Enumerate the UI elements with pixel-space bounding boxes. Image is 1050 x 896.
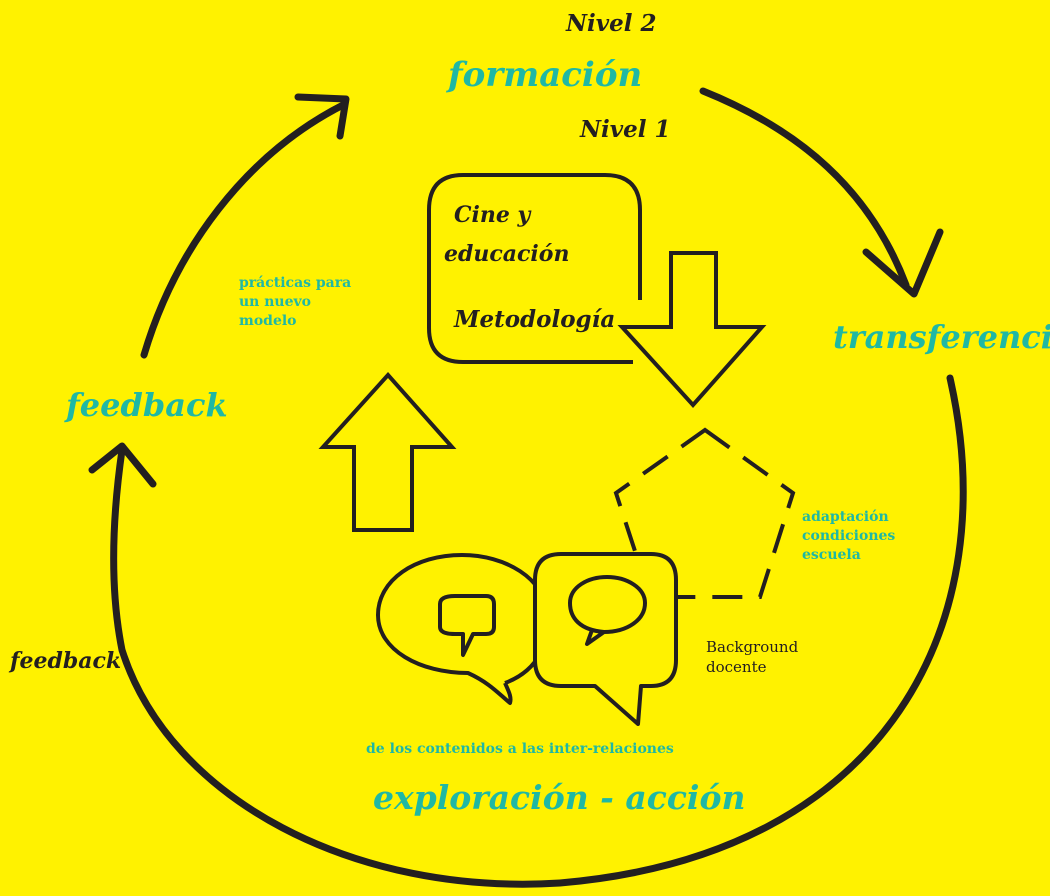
chat-icon [438,594,496,657]
adaptacion-line2: condiciones [802,527,896,544]
practicas-line3: modelo [239,312,297,329]
cycle-arrowhead-feedback-icon [88,442,157,488]
up-arrow-icon [318,372,457,532]
cine-label-line2: educación [444,241,570,267]
feedback-outer-label: feedback [10,648,122,674]
cine-label-line1: Cine y [454,202,531,228]
down-arrow-icon [617,251,767,408]
level-2-label: Nivel 2 [566,10,657,37]
level-1-label: Nivel 1 [580,116,671,143]
methodology-box [427,173,642,364]
background-line2: docente [706,657,767,676]
practicas-line2: un nuevo [239,293,311,310]
cycle-arc-top-right [699,87,910,289]
contenidos-label: de los contenidos a las inter-relaciones [366,741,674,757]
adaptacion-line3: escuela [802,546,861,563]
oval-chat-icon [568,575,647,646]
speech-bubble-square [533,552,678,726]
formacion-label: formación [448,55,643,95]
cycle-arrowhead-transferencia-icon [862,228,944,298]
adaptacion-label: adaptación condiciones escuela [802,508,942,565]
speech-bubble-ellipse [376,553,551,705]
background-line1: Background [706,638,799,656]
metodologia-label: Metodología [454,306,616,333]
cycle-arc-bottom [110,374,967,888]
transferencia-label: transferencia [833,318,1050,356]
adaptacion-line1: adaptación [802,509,889,525]
exploracion-label: exploración - acción [373,778,746,817]
feedback-inner-label: feedback [66,386,228,424]
practicas-line1: prácticas para [239,275,352,291]
cycle-arrowhead-formacion-icon [294,93,350,140]
background-docente-label: Background docente [706,638,846,677]
cycle-arc-left [140,101,347,359]
practicas-label: prácticas para un nuevo modelo [239,274,389,331]
